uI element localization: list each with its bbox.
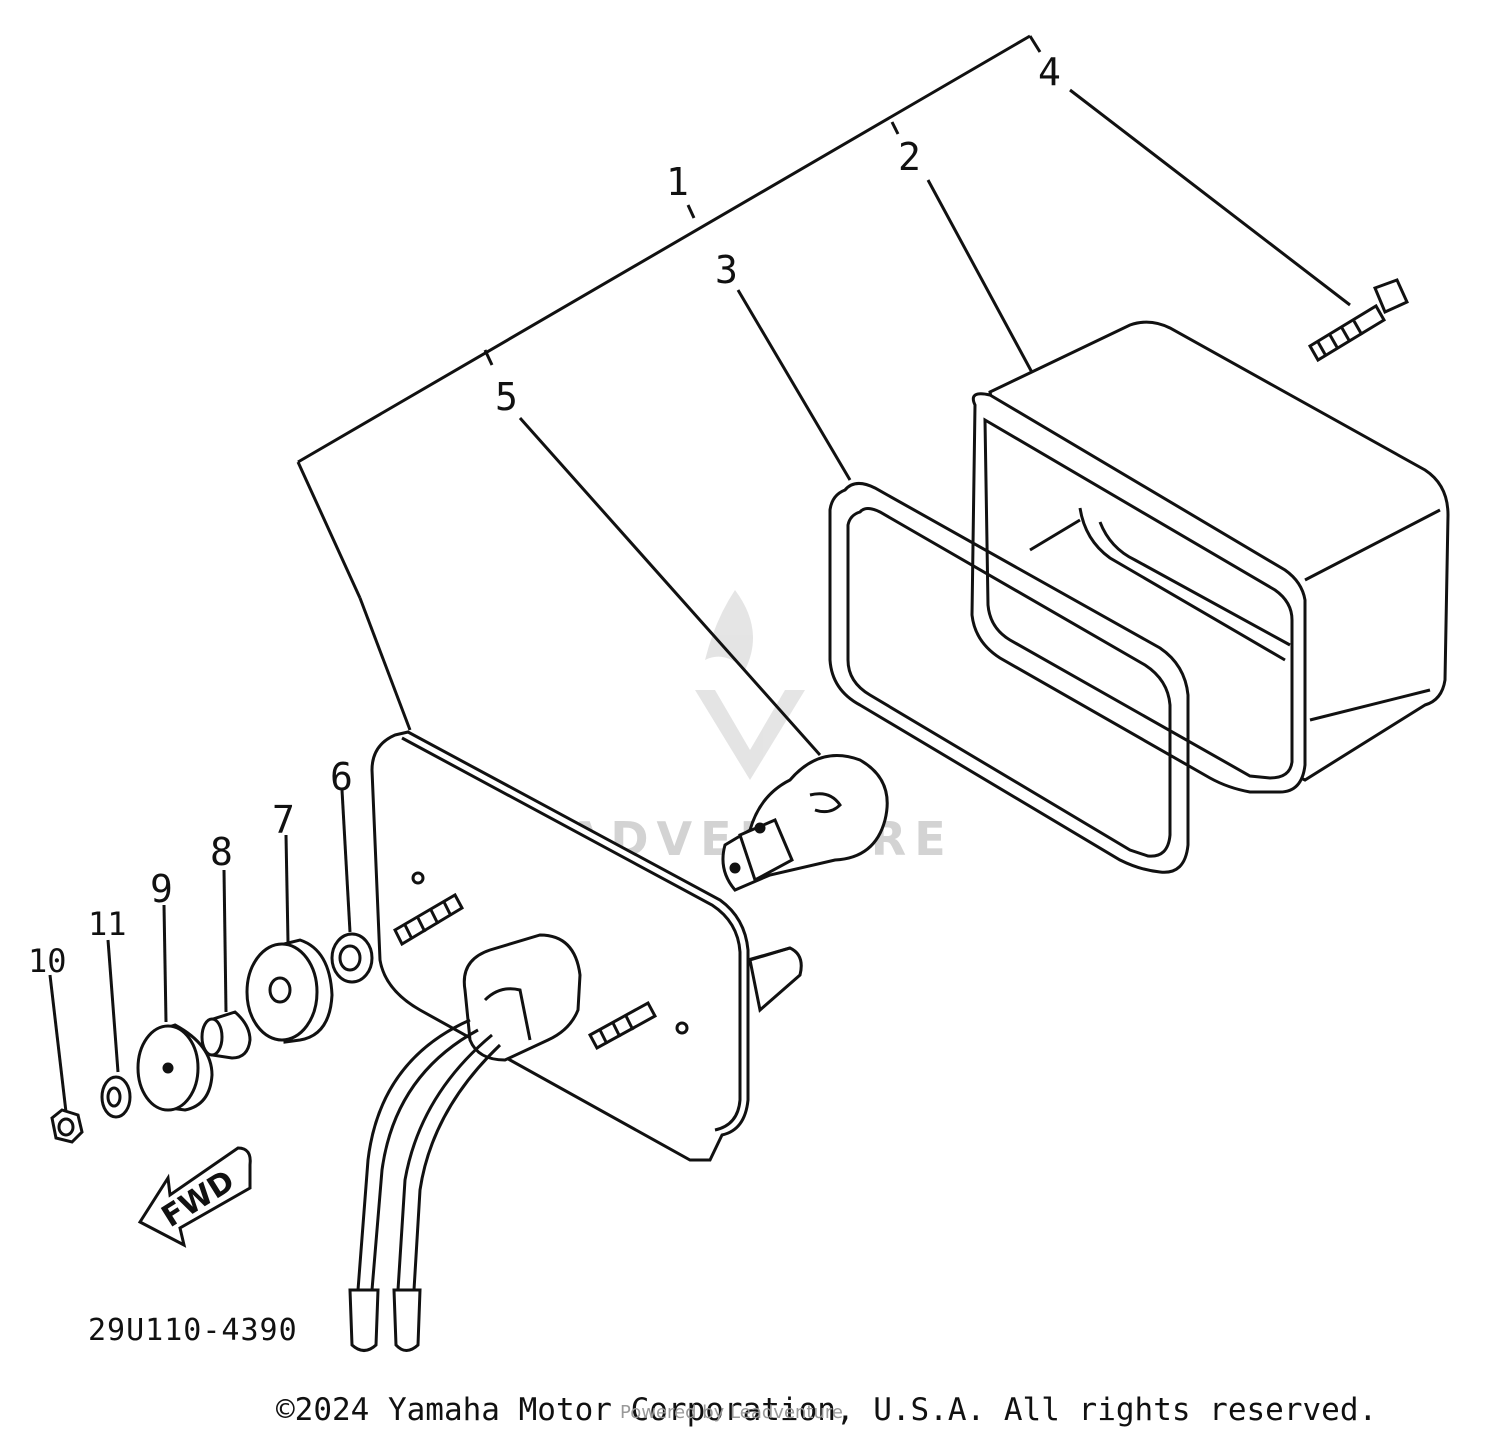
fwd-arrow: FWD	[137, 1146, 252, 1248]
bulb-part-5	[721, 754, 889, 892]
part-number-9: 9	[150, 867, 173, 911]
nut-part-10	[50, 1108, 84, 1144]
part-number-11: 11	[88, 905, 127, 943]
part-number-labels: 1 2 3 4 5 6 7 8 9 10 11	[28, 50, 1061, 980]
diagram-code: 29U110-4390	[88, 1313, 298, 1348]
part-number-8: 8	[210, 830, 233, 874]
copyright-notice: ©2024 Yamaha Motor Corporation, U.S.A. A…	[276, 1392, 1378, 1428]
leader-lines	[48, 88, 1351, 1113]
part-number-10: 10	[28, 942, 67, 980]
lock-washer-part-11	[100, 1075, 132, 1119]
part-number-4: 4	[1038, 50, 1061, 94]
gasket-part-3	[828, 482, 1190, 874]
part-number-1: 1	[666, 160, 689, 204]
collar-part-8	[200, 1010, 252, 1060]
part-number-7: 7	[272, 798, 295, 842]
washer-part-6	[330, 932, 374, 984]
wire-leads	[348, 1018, 502, 1352]
plate-washer-part-9	[136, 1023, 214, 1112]
assembly-bracket	[296, 34, 1042, 731]
grommet-part-7	[245, 938, 334, 1044]
part-number-5: 5	[495, 375, 518, 419]
part-number-2: 2	[898, 135, 921, 179]
screw-part-4	[1307, 278, 1409, 363]
base-plate-part-1	[370, 730, 803, 1162]
lens-housing-part-2	[970, 320, 1450, 794]
exploded-parts-diagram: LEADVENTURE	[28, 34, 1450, 1352]
powered-by-text: Powered by Leadventure	[620, 1402, 843, 1423]
part-number-3: 3	[715, 248, 738, 292]
part-number-6: 6	[330, 755, 353, 799]
